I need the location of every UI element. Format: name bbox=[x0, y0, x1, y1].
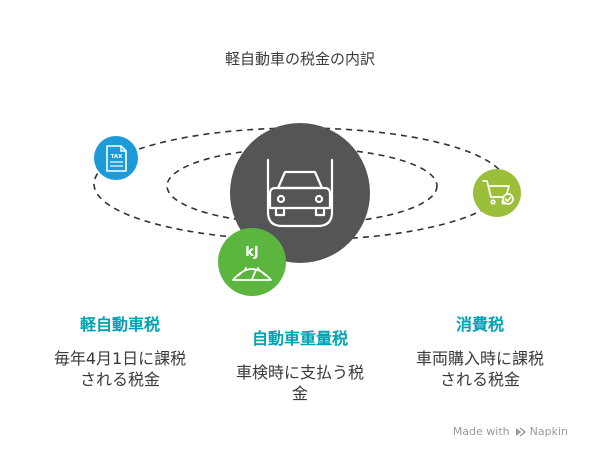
item-heading: 軽自動車税 bbox=[79, 315, 160, 334]
car-icon bbox=[266, 158, 334, 228]
diagram-title: 軽自動車の税金の内訳 bbox=[224, 50, 375, 68]
weight-scale-icon: kJ bbox=[232, 245, 272, 281]
tax-icon-text: TAX bbox=[111, 154, 124, 160]
watermark-prefix: Made with bbox=[452, 425, 510, 438]
item-description: 毎年4月1日に課税 bbox=[53, 348, 187, 368]
napkin-watermark[interactable]: Made with Napkin bbox=[453, 425, 568, 438]
shopping-cart-icon bbox=[482, 180, 514, 205]
cart-node bbox=[473, 169, 521, 217]
item-heading: 自動車重量税 bbox=[251, 329, 348, 348]
item-weight-tax: 自動車重量税 車検時に支払う税 金 bbox=[200, 328, 400, 405]
watermark-brand: Napkin bbox=[529, 425, 568, 438]
center-car-node bbox=[230, 123, 370, 263]
tax-node: TAX bbox=[94, 136, 138, 180]
item-light-vehicle-tax: 軽自動車税 毎年4月1日に課税 される税金 bbox=[20, 314, 220, 391]
napkin-logo-icon bbox=[515, 426, 526, 437]
item-description: される税金 bbox=[79, 370, 160, 390]
weight-node: kJ bbox=[218, 228, 286, 296]
tax-document-icon: TAX bbox=[106, 145, 127, 172]
item-description: 車検時に支払う税 bbox=[235, 362, 364, 382]
item-description: 車両購入時に課税 bbox=[415, 348, 544, 368]
item-description: される税金 bbox=[439, 370, 520, 390]
kj-icon-text: kJ bbox=[245, 245, 258, 260]
item-consumption-tax: 消費税 車両購入時に課税 される税金 bbox=[380, 314, 580, 391]
item-heading: 消費税 bbox=[455, 315, 504, 334]
item-description: 金 bbox=[291, 384, 308, 404]
